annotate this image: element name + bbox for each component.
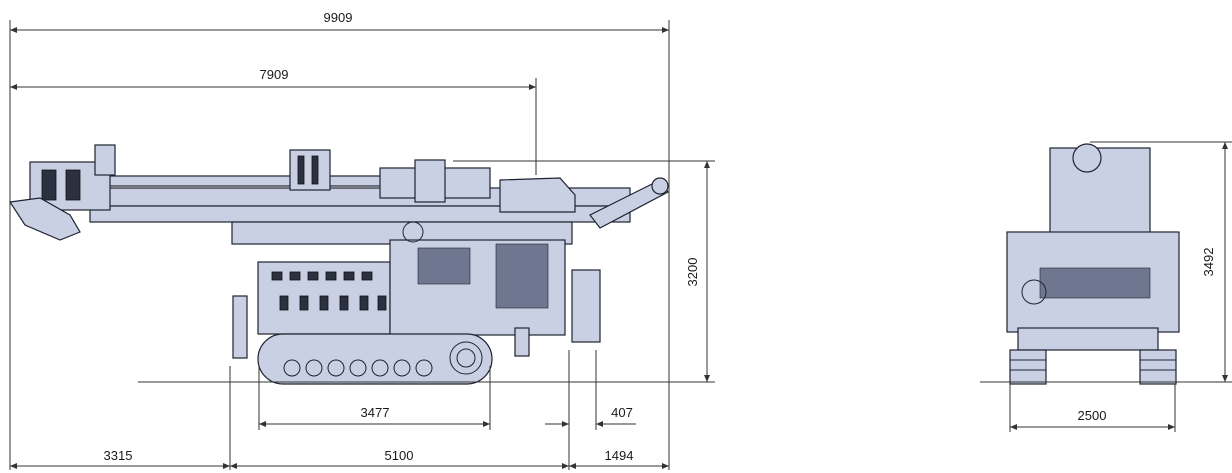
front-stabilizer	[232, 295, 248, 359]
dim-rear-offset: 407	[611, 405, 633, 420]
engine-grille-left	[417, 247, 471, 285]
front-engine-grille	[1039, 267, 1151, 299]
boom-bracket	[499, 177, 576, 213]
rear-boom	[589, 179, 669, 229]
rear-stabilizer	[514, 327, 530, 357]
drill-head-detail	[41, 169, 57, 201]
dim-overall-height: 3200	[685, 258, 700, 287]
boom-pivot	[651, 177, 669, 195]
rotary-detail	[311, 155, 319, 185]
rear-unit	[571, 269, 601, 343]
front-dimension-lines	[980, 141, 1232, 432]
drill-head-detail	[65, 169, 81, 201]
dim-mast-length: 7909	[260, 67, 289, 82]
dim-track-length: 3477	[361, 405, 390, 420]
front-undercarriage	[1017, 327, 1159, 351]
side-view-machine	[8, 144, 669, 385]
motor-housing	[414, 159, 446, 203]
dimension-labels: 9909 7909 3200 3477 407 3315 5100 1494 3…	[104, 10, 1216, 463]
engine-cap	[402, 221, 424, 243]
front-clamp	[8, 197, 81, 241]
rotary-head	[289, 149, 331, 191]
engine-grille-right	[495, 243, 549, 309]
dim-mid-span: 5100	[385, 448, 414, 463]
dim-front-overhang: 3315	[104, 448, 133, 463]
dim-overall-length: 9909	[324, 10, 353, 25]
front-rotary-head	[1072, 143, 1102, 173]
panel-controls	[271, 271, 387, 311]
track-idler-hub	[456, 348, 476, 368]
crawler-track	[257, 333, 493, 385]
front-view-machine	[1006, 143, 1180, 385]
track-rollers	[283, 359, 433, 377]
front-post	[94, 144, 116, 176]
dimension-lines	[9, 20, 715, 470]
dim-track-width: 2500	[1078, 408, 1107, 423]
track-idler	[449, 341, 483, 375]
dim-rear-span: 1494	[605, 448, 634, 463]
left-track	[1009, 349, 1047, 385]
rotary-detail	[297, 155, 305, 185]
front-wheel-detail	[1021, 279, 1047, 305]
dim-front-view-height: 3492	[1201, 248, 1216, 277]
right-track	[1139, 349, 1177, 385]
